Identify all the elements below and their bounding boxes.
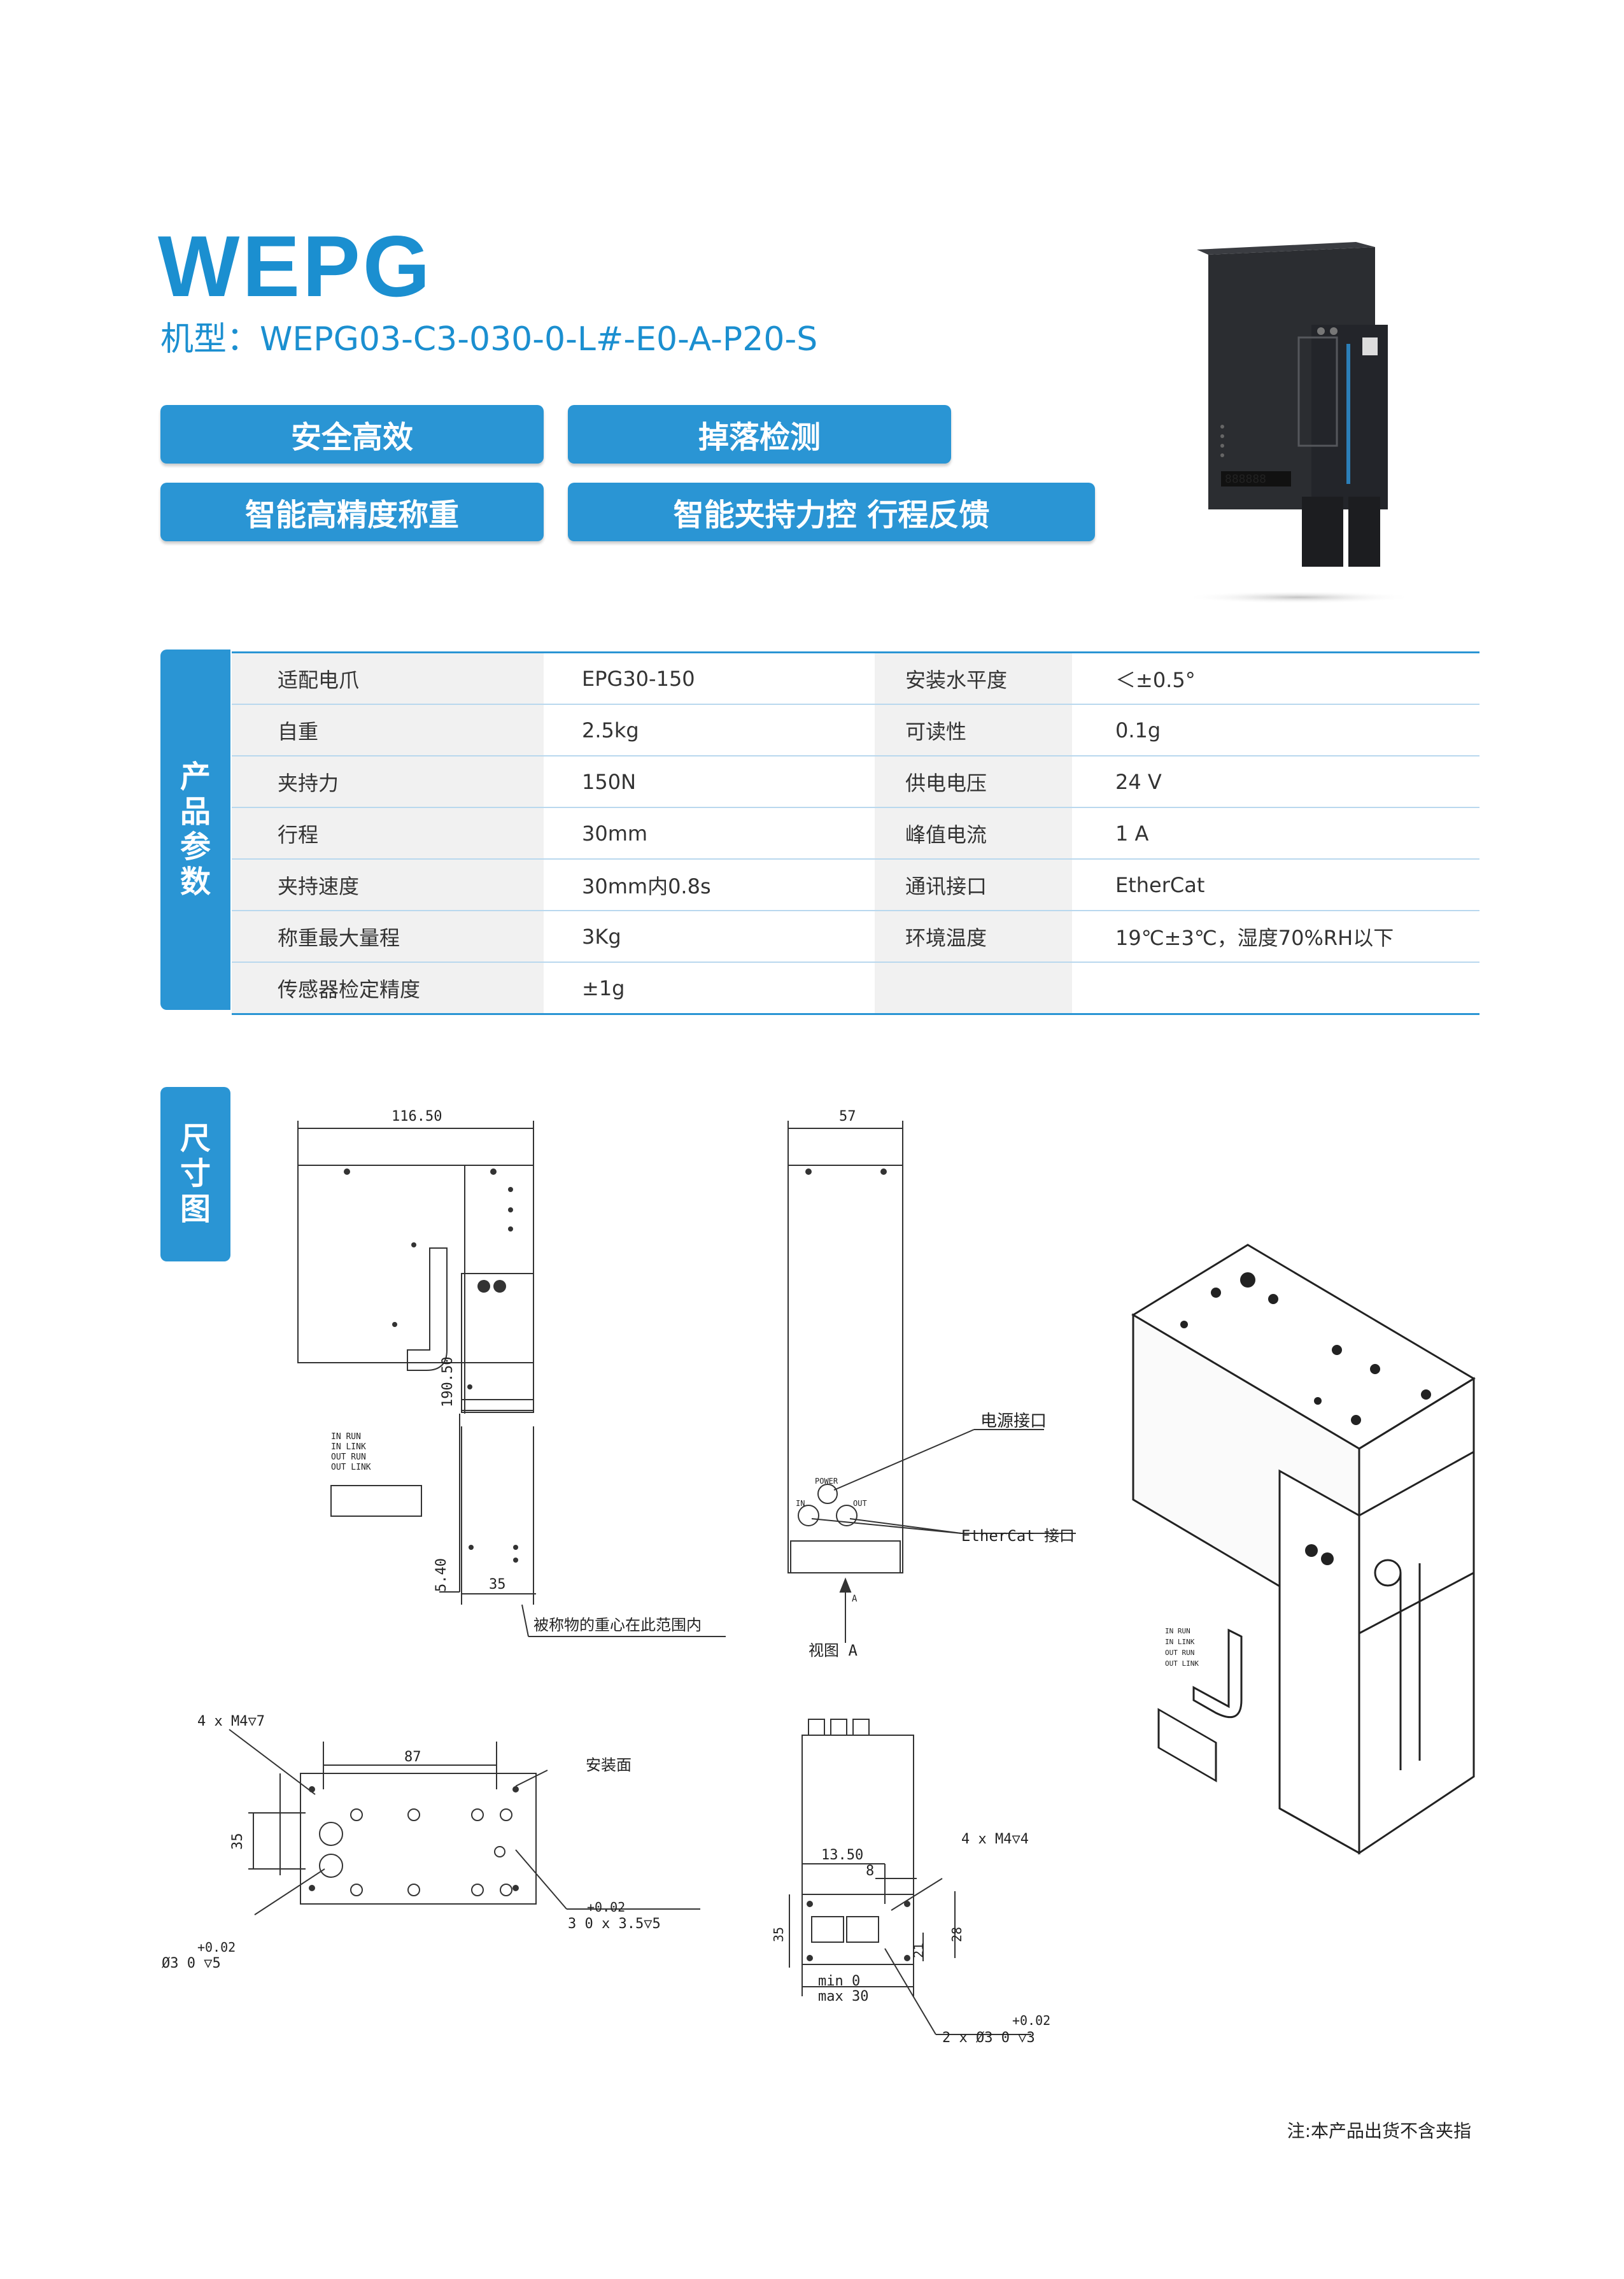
feature-safe-efficient: 安全高效 xyxy=(160,405,544,464)
iso-led-in-link: IN LINK xyxy=(1165,1638,1195,1646)
spec-cell-k2: 环境温度 xyxy=(875,911,1072,963)
spec-cell-v2: 0.1g xyxy=(1072,704,1479,756)
spec-cell-k2: 安装水平度 xyxy=(875,651,1072,705)
view-a-label: 视图 A xyxy=(808,1642,858,1659)
view-arrow-label: A xyxy=(852,1594,858,1604)
feature-drop-detection: 掉落检测 xyxy=(568,405,951,464)
finger-pin-tolerance: +0.02 xyxy=(1012,2013,1050,2028)
front-offset-dim: 5.40 xyxy=(434,1558,449,1592)
front-height-dim: 190.50 xyxy=(440,1357,456,1407)
spec-cell-k2 xyxy=(875,962,1072,1015)
spec-cell-v2 xyxy=(1072,962,1479,1015)
isometric-drawing: IN RUN IN LINK OUT RUN OUT LINK xyxy=(1131,1244,1476,1855)
mount-holes-label: 4 x M4▽7 xyxy=(197,1714,265,1729)
bottom-dim-28: 28 xyxy=(949,1927,964,1942)
spec-cell-v1: 30mm xyxy=(544,807,875,860)
power-port-label: 电源接口 xyxy=(980,1412,1047,1431)
spec-cell-v2: 19℃±3℃，湿度70%RH以下 xyxy=(1072,911,1479,963)
spec-cell-v2: ＜±0.5° xyxy=(1072,651,1479,705)
dim-label-char: 图 xyxy=(180,1191,211,1227)
params-label-char: 品 xyxy=(180,793,211,830)
spec-cell-k1: 自重 xyxy=(232,704,544,756)
bottom-dim-1: 13.50 xyxy=(821,1847,863,1863)
mount-height-dim: 35 xyxy=(230,1833,246,1850)
spec-cell-v2: 24 V xyxy=(1072,756,1479,808)
spec-cell-k1: 夹持速度 xyxy=(232,859,544,911)
params-label-char: 参 xyxy=(180,829,211,865)
spec-cell-k2: 供电电压 xyxy=(875,756,1072,808)
led-in-run: IN RUN xyxy=(331,1432,361,1442)
params-label-char: 数 xyxy=(180,864,211,900)
gripper-bottom-drawing: 13.50 8 4 x M4▽4 35 21 28 min 0 max 30 +… xyxy=(771,1719,1050,2046)
iso-led-out-run: OUT RUN xyxy=(1165,1649,1194,1657)
front-width-dim: 116.50 xyxy=(392,1109,442,1125)
pin2-spec: Ø3 0 ▽5 xyxy=(162,1956,221,1971)
stroke-min: min 0 xyxy=(818,1973,860,1989)
pin-spec: 3 0 x 3.5▽5 xyxy=(568,1916,661,1932)
mount-face-label: 安装面 xyxy=(586,1756,632,1774)
spec-cell-v1: 150N xyxy=(544,756,875,808)
spec-cell-k1: 称重最大量程 xyxy=(232,911,544,963)
svg-text:888888: 888888 xyxy=(1225,472,1266,486)
finger-pin-spec: 2 x Ø3 0 ▽3 xyxy=(942,2030,1035,2046)
power-port-text: POWER xyxy=(815,1477,838,1486)
pin2-tolerance: +0.02 xyxy=(197,1940,236,1955)
front-led-labels: IN RUN IN LINK OUT RUN OUT LINK xyxy=(331,1432,371,1472)
bottom-dim-21: 21 xyxy=(911,1943,926,1958)
out-port-text: OUT xyxy=(853,1499,867,1508)
bottom-dim-2: 8 xyxy=(866,1863,874,1879)
in-port-text: IN xyxy=(796,1499,805,1508)
mounting-view-drawing: 4 x M4▽7 87 35 安装面 +0.02 3 0 x 3.5▽5 +0.… xyxy=(162,1714,700,1971)
spec-cell-v2: EtherCat xyxy=(1072,859,1479,911)
spec-cell-k1: 行程 xyxy=(232,807,544,860)
bottom-holes-label: 4 x M4▽4 xyxy=(961,1831,1029,1847)
spec-row: 传感器检定精度±1g xyxy=(232,962,1479,1015)
dim-label-char: 寸 xyxy=(180,1156,211,1192)
product-photo: 888888 xyxy=(1184,242,1413,604)
dimensions-section-label: 尺 寸 图 xyxy=(160,1087,230,1261)
footnote: 注:本产品出货不含夹指 xyxy=(1287,2120,1471,2141)
spec-cell-k1: 适配电爪 xyxy=(232,651,544,705)
ethercat-port-label: EtherCat 接口 xyxy=(961,1527,1075,1545)
mount-span-dim: 87 xyxy=(404,1749,421,1765)
side-view-drawing: 57 POWER IN OUT 电源接口 EtherCat 接口 A 视图 A xyxy=(787,1109,1076,1659)
spec-cell-k1: 传感器检定精度 xyxy=(232,962,544,1015)
brand-title: WEPG xyxy=(158,218,433,315)
front-base-dim: 35 xyxy=(489,1577,506,1593)
spec-cell-k2: 可读性 xyxy=(875,704,1072,756)
front-callout: 被称物的重心在此范围内 xyxy=(533,1616,702,1634)
iso-led-in-run: IN RUN xyxy=(1165,1627,1190,1635)
feature-weighing: 智能高精度称重 xyxy=(160,483,544,541)
stroke-max: max 30 xyxy=(818,1989,868,2005)
spec-cell-v1: 2.5kg xyxy=(544,704,875,756)
spec-cell-v2: 1 A xyxy=(1072,807,1479,860)
dim-label-char: 尺 xyxy=(180,1121,211,1157)
model-number: 机型：WEPG03-C3-030-0-L#-E0-A-P20-S xyxy=(160,320,818,359)
spec-cell-k2: 峰值电流 xyxy=(875,807,1072,860)
front-view-drawing: IN RUN IN LINK OUT RUN OUT LINK 116.50 1… xyxy=(297,1109,726,1637)
led-out-link: OUT LINK xyxy=(331,1463,371,1472)
spec-cell-v1: 3Kg xyxy=(544,911,875,963)
params-label-char: 产 xyxy=(180,758,211,795)
iso-led-out-link: OUT LINK xyxy=(1165,1659,1199,1668)
bottom-dim-35: 35 xyxy=(771,1927,786,1942)
spec-cell-v1: ±1g xyxy=(544,962,875,1015)
side-width-dim: 57 xyxy=(839,1109,856,1125)
pin-tolerance: +0.02 xyxy=(587,1899,625,1915)
spec-cell-v1: EPG30-150 xyxy=(544,651,875,705)
spec-cell-k1: 夹持力 xyxy=(232,756,544,808)
led-out-run: OUT RUN xyxy=(331,1452,366,1462)
led-in-link: IN LINK xyxy=(331,1442,366,1452)
spec-cell-v1: 30mm内0.8s xyxy=(544,859,875,911)
params-section-label: 产 品 参 数 xyxy=(160,650,230,1010)
spec-cell-k2: 通讯接口 xyxy=(875,859,1072,911)
feature-force-control: 智能夹持力控 行程反馈 xyxy=(568,483,1095,541)
